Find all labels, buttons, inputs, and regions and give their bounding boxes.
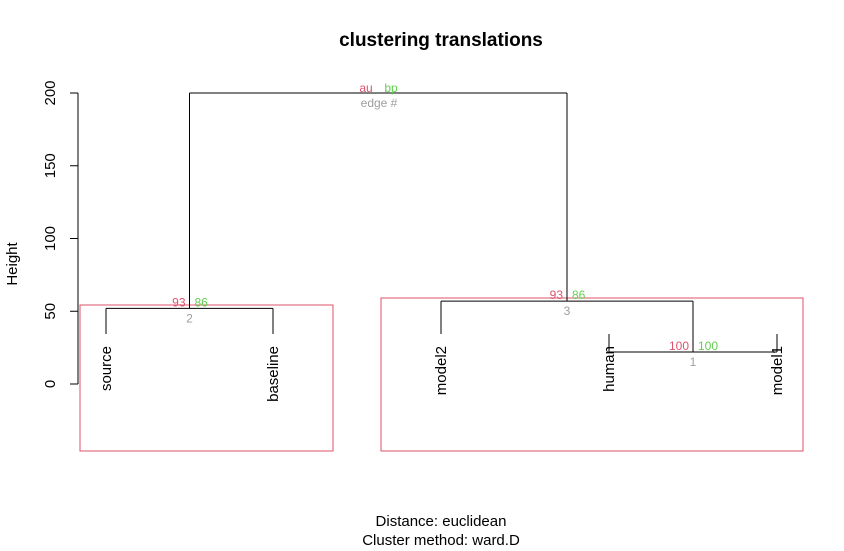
edge-number: 3 [564, 304, 571, 318]
chart-title: clustering translations [339, 30, 543, 51]
leaf-label: human [601, 346, 618, 392]
edge-number: 2 [186, 311, 193, 325]
y-axis-label: Height [4, 241, 21, 285]
dendrogram-branches [105, 92, 778, 353]
leaf-label: source [98, 346, 115, 391]
y-tick-label: 200 [42, 80, 59, 105]
y-tick-label: 50 [42, 303, 59, 320]
legend-bp: bp [384, 81, 398, 95]
bp-value: 86 [195, 295, 209, 309]
distance-label: Distance: euclidean [376, 513, 507, 530]
bp-value: 100 [698, 339, 718, 353]
legend-au: au [359, 81, 372, 95]
leaf-label: model2 [433, 346, 450, 395]
y-tick-label: 100 [42, 226, 59, 251]
y-ticks: 0 50 100 150 200 [42, 80, 78, 388]
y-axis: 0 50 100 150 200 [42, 80, 79, 388]
bp-value: 86 [572, 288, 586, 302]
y-tick-label: 0 [42, 380, 59, 388]
annotation-legend: au bp edge # [359, 81, 398, 110]
cluster-rect [79, 304, 334, 452]
edge-number: 1 [690, 355, 697, 369]
au-value: 93 [550, 288, 564, 302]
au-value: 93 [172, 295, 186, 309]
leaf-label: model1 [769, 346, 786, 395]
y-tick-label: 150 [42, 153, 59, 178]
leaf-label: baseline [265, 346, 282, 402]
cluster-rectangles [79, 297, 804, 452]
au-value: 100 [669, 339, 689, 353]
cluster-method-label: Cluster method: ward.D [362, 532, 520, 549]
legend-edge: edge # [361, 96, 398, 110]
cluster-rect [380, 297, 804, 452]
leaf-labels: source baseline model2 human model1 [98, 346, 786, 402]
